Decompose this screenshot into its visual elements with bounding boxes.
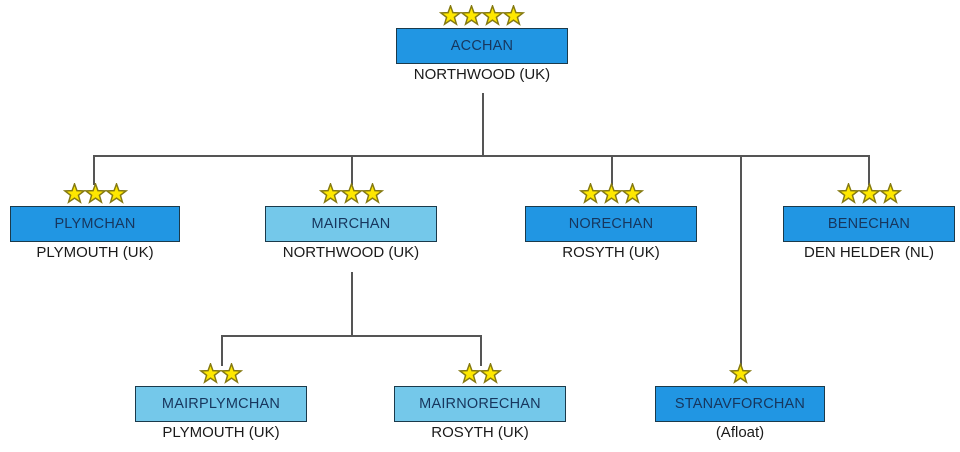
star-icon: [62, 183, 86, 204]
org-node-box-acchan[interactable]: ACCHAN: [396, 28, 568, 64]
org-node-box-norechan[interactable]: NORECHAN: [525, 206, 697, 242]
org-node-location-mairchan: NORTHWOOD (UK): [282, 244, 420, 261]
star-icon: [339, 183, 363, 204]
org-node-location-plymchan: PLYMOUTH (UK): [36, 244, 154, 261]
rank-stars-mairplymchan: [199, 363, 243, 385]
connector-level2-bus: [93, 155, 869, 157]
star-icon: [502, 5, 525, 26]
connector-mairchan-stem: [351, 272, 353, 335]
org-node-location-norechan: ROSYTH (UK): [562, 244, 660, 261]
star-icon: [836, 183, 860, 204]
org-node-location-mairplymchan: PLYMOUTH (UK): [162, 424, 280, 441]
org-node-plymchan[interactable]: PLYMCHAN PLYMOUTH (UK): [10, 183, 180, 261]
org-node-location-mairnorechan: ROSYTH (UK): [431, 424, 529, 441]
org-node-box-stanavforchan[interactable]: STANAVFORCHAN: [655, 386, 825, 422]
star-icon: [360, 183, 384, 204]
star-icon: [439, 5, 462, 26]
org-node-mairplymchan[interactable]: MAIRPLYMCHAN PLYMOUTH (UK): [135, 363, 307, 441]
connector-drop-plymchan: [93, 155, 95, 185]
org-node-location-stanavforchan: (Afloat): [715, 424, 765, 441]
connector-drop-mairplymchan: [221, 335, 223, 366]
star-icon: [220, 363, 243, 384]
star-icon: [599, 183, 623, 204]
star-icon: [878, 183, 902, 204]
star-icon: [857, 183, 881, 204]
org-node-mairchan[interactable]: MAIRCHAN NORTHWOOD (UK): [265, 183, 437, 261]
org-node-benechan[interactable]: BENECHAN DEN HELDER (NL): [783, 183, 955, 261]
star-icon: [83, 183, 107, 204]
org-node-location-acchan: NORTHWOOD (UK): [413, 66, 551, 83]
org-node-location-benechan: DEN HELDER (NL): [803, 244, 935, 261]
rank-stars-norechan: [578, 183, 644, 205]
rank-stars-mairchan: [318, 183, 384, 205]
org-node-box-mairplymchan[interactable]: MAIRPLYMCHAN: [135, 386, 307, 422]
star-icon: [728, 363, 752, 384]
org-node-norechan[interactable]: NORECHAN ROSYTH (UK): [525, 183, 697, 261]
connector-drop-stanavforchan: [740, 155, 742, 367]
org-node-box-mairchan[interactable]: MAIRCHAN: [265, 206, 437, 242]
connector-drop-mairnorechan: [480, 335, 482, 366]
star-icon: [481, 5, 504, 26]
star-icon: [318, 183, 342, 204]
star-icon: [199, 363, 222, 384]
connector-drop-norechan: [611, 155, 613, 185]
star-icon: [458, 363, 481, 384]
rank-stars-benechan: [836, 183, 902, 205]
connector-drop-mairchan: [351, 155, 353, 185]
org-node-mairnorechan[interactable]: MAIRNORECHAN ROSYTH (UK): [394, 363, 566, 441]
star-icon: [104, 183, 128, 204]
star-icon: [620, 183, 644, 204]
rank-stars-plymchan: [62, 183, 128, 205]
rank-stars-stanavforchan: [728, 363, 752, 385]
connector-drop-benechan: [868, 155, 870, 185]
star-icon: [578, 183, 602, 204]
connector-level3-bus: [221, 335, 481, 337]
org-node-box-benechan[interactable]: BENECHAN: [783, 206, 955, 242]
rank-stars-mairnorechan: [458, 363, 502, 385]
org-node-acchan[interactable]: ACCHAN NORTHWOOD (UK): [396, 5, 568, 83]
org-node-box-mairnorechan[interactable]: MAIRNORECHAN: [394, 386, 566, 422]
star-icon: [479, 363, 502, 384]
rank-stars-acchan: [439, 5, 525, 27]
star-icon: [460, 5, 483, 26]
connector-acchan-stem: [482, 93, 484, 156]
org-node-box-plymchan[interactable]: PLYMCHAN: [10, 206, 180, 242]
org-node-stanavforchan[interactable]: STANAVFORCHAN (Afloat): [655, 363, 825, 441]
